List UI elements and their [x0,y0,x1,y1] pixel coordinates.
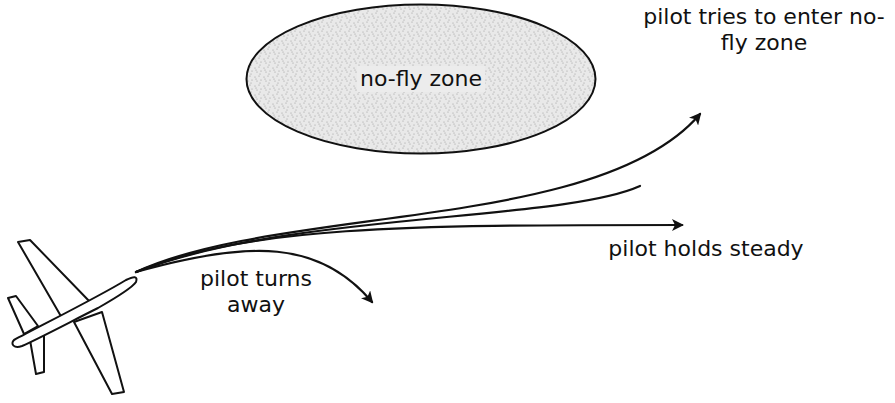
no-fly-zone: no-fly zone [245,3,597,155]
path-label: pilot tries to enter no-fly zone [640,4,888,57]
zone-name: no-fly zone [357,66,485,92]
path-label: pilot turns away [190,266,322,319]
path-label: pilot holds steady [566,236,846,262]
airplane [8,240,137,394]
